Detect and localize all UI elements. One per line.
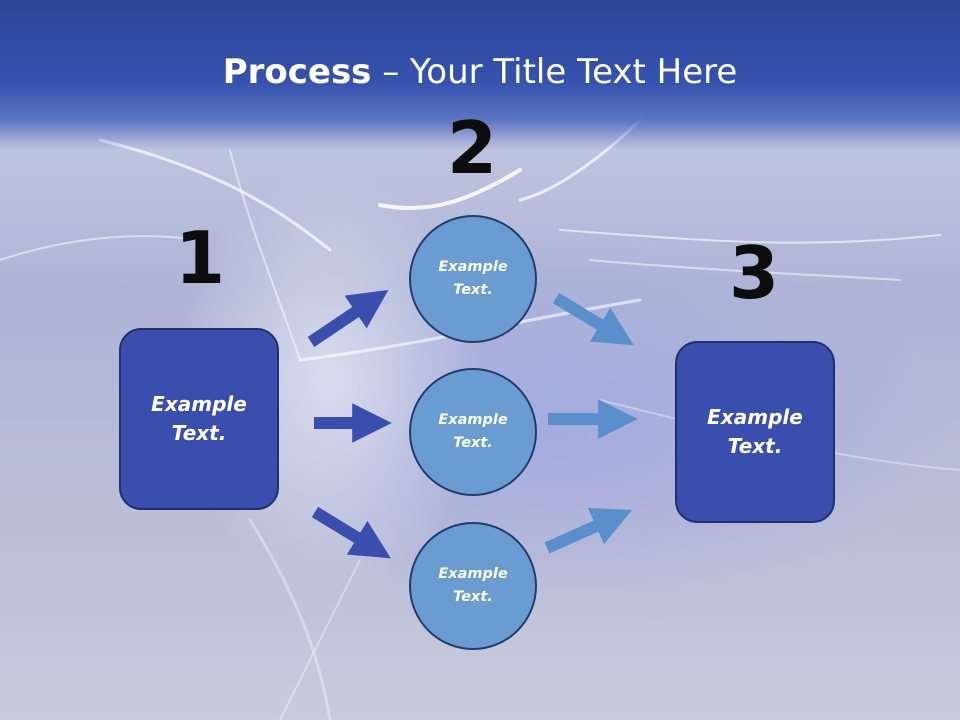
circle-top-line2: Text. <box>453 282 493 298</box>
arrow-box1-to-circle-bottom <box>311 506 391 559</box>
step-3-number: 3 <box>728 231 780 315</box>
arrow-box1-to-circle-top <box>307 289 389 347</box>
title-bar <box>0 0 960 150</box>
circle-bottom-line1: Example <box>438 566 508 582</box>
circle-top-line1: Example <box>438 259 508 275</box>
step-1-number: 1 <box>174 216 226 300</box>
left-box-line2: Text. <box>171 421 227 445</box>
arrow-circle-bottom-to-box3 <box>544 508 633 554</box>
right-box-line2: Text. <box>727 434 783 458</box>
left-box-line1: Example <box>151 392 247 416</box>
right-box-line1: Example <box>707 405 803 429</box>
title-rest-text: – Your Title Text Here <box>371 52 738 92</box>
circle-bottom-line2: Text. <box>453 589 493 605</box>
title-bold-text: Process <box>222 52 372 92</box>
circle-middle-line2: Text. <box>453 435 493 451</box>
step-2-number: 2 <box>446 106 498 190</box>
circle-middle-line1: Example <box>438 412 508 428</box>
slide-title[interactable]: Process – Your Title Text Here <box>0 52 960 92</box>
arrow-circle-top-to-box3 <box>552 292 634 346</box>
